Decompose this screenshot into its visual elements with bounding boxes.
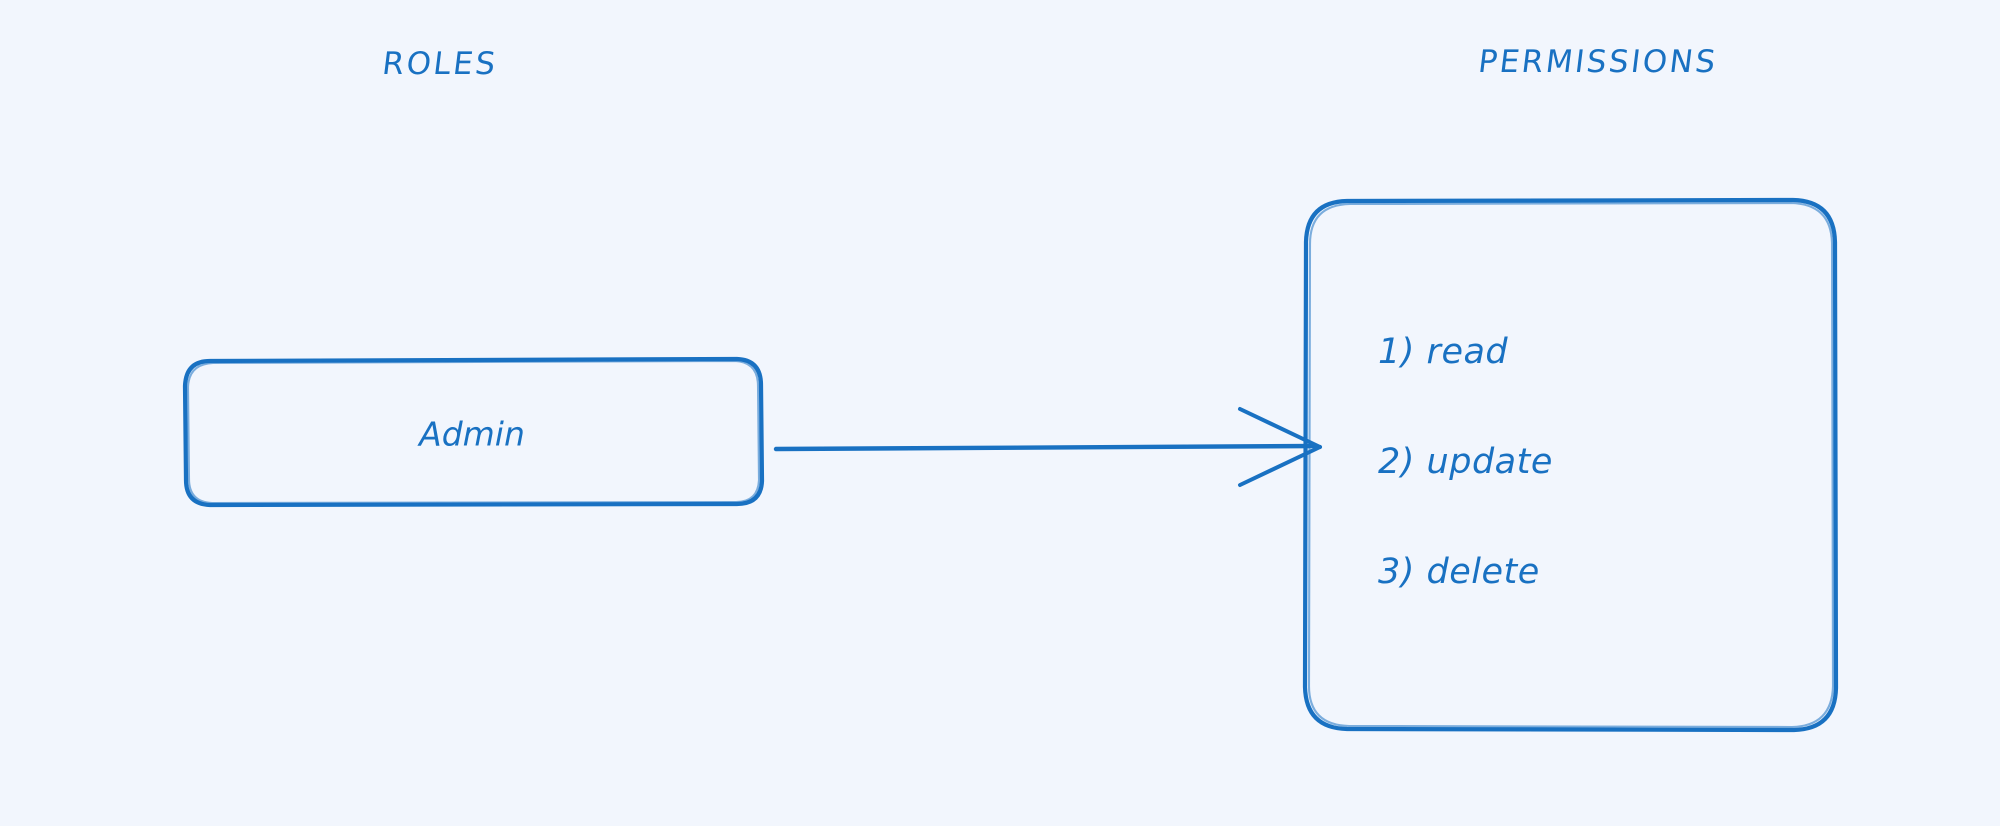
permission-list-item-delete: 3) delete — [1378, 552, 1540, 592]
permissions-node-box[interactable] — [1302, 197, 1839, 733]
role-node-admin-border-secondary — [186, 359, 761, 505]
arrow-admin-to-permissions[interactable] — [773, 407, 1322, 487]
permission-list-item-update: 2) update — [1378, 442, 1553, 482]
permissions-node-border — [1302, 197, 1839, 733]
role-node-admin-border — [182, 356, 765, 508]
arrow-head-upper — [1238, 407, 1322, 449]
role-node-admin[interactable] — [182, 356, 765, 508]
permission-list-item-read: 1) read — [1378, 332, 1509, 372]
column-header-permissions: PERMISSIONS — [1476, 44, 1720, 80]
arrow-head-lower — [1238, 445, 1322, 487]
role-node-admin-label: Admin — [419, 414, 525, 454]
column-header-roles: ROLES — [380, 46, 500, 82]
arrow-shaft — [773, 443, 1319, 452]
permissions-node-border-secondary — [1307, 201, 1835, 729]
